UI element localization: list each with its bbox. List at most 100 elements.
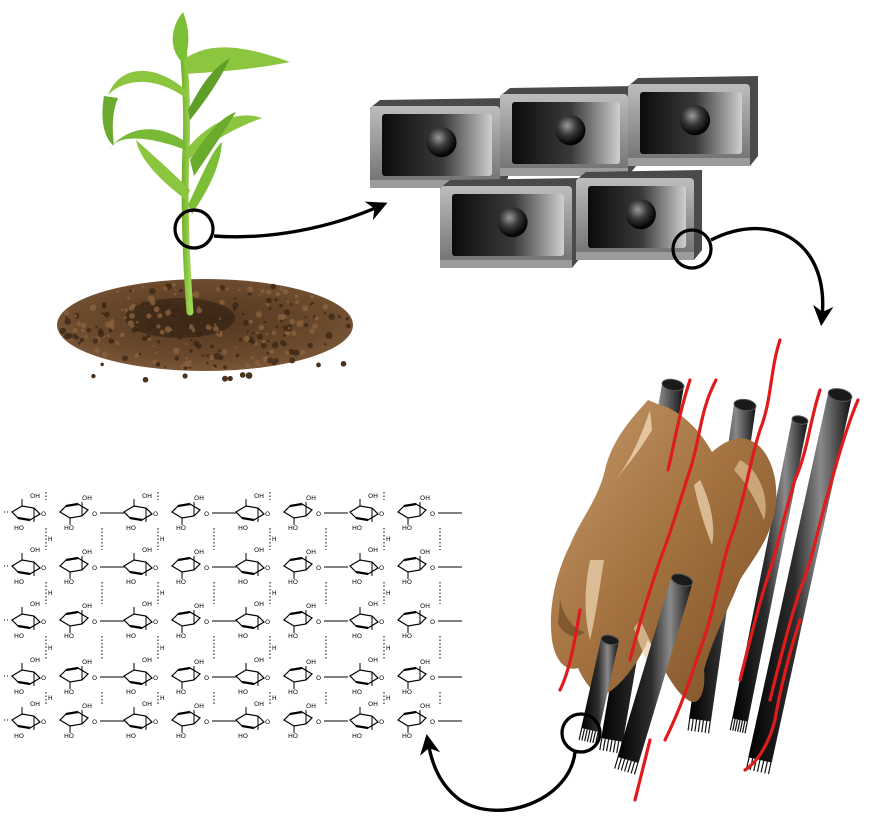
svg-text:OH: OH <box>420 548 430 556</box>
svg-text:H: H <box>272 590 277 597</box>
svg-text:OH: OH <box>142 600 152 608</box>
svg-text:HO: HO <box>402 632 412 640</box>
svg-text:HO: HO <box>352 688 362 696</box>
glucose-ring <box>349 707 379 730</box>
svg-text:O: O <box>92 510 97 518</box>
glucose-ring <box>397 610 427 633</box>
svg-text:OH: OH <box>420 494 430 502</box>
svg-text:H: H <box>386 695 391 702</box>
svg-text:HO: HO <box>176 688 186 696</box>
svg-text:OH: OH <box>82 494 92 502</box>
svg-text:HO: HO <box>126 688 136 696</box>
svg-text:O: O <box>430 674 435 682</box>
svg-text:OH: OH <box>254 600 264 608</box>
glucose-ring <box>171 610 201 633</box>
svg-text:O: O <box>265 564 270 572</box>
plant-cell <box>576 170 702 260</box>
svg-text:HO: HO <box>238 688 248 696</box>
svg-text:HO: HO <box>14 632 24 640</box>
microfibril-rod <box>578 634 620 744</box>
svg-text:HO: HO <box>238 632 248 640</box>
svg-text:H: H <box>272 695 277 702</box>
svg-text:HO: HO <box>126 632 136 640</box>
glucose-ring <box>283 502 313 525</box>
glucose-ring <box>397 502 427 525</box>
glucose-ring <box>235 707 265 730</box>
svg-text:HO: HO <box>288 578 298 586</box>
svg-text:O: O <box>316 674 321 682</box>
svg-text:HO: HO <box>402 732 412 740</box>
svg-text:H: H <box>160 536 165 543</box>
svg-text:O: O <box>379 718 384 726</box>
glucose-ring <box>283 710 313 733</box>
svg-text:O: O <box>265 618 270 626</box>
svg-text:HO: HO <box>352 732 362 740</box>
svg-text:OH: OH <box>306 658 316 666</box>
svg-text:O: O <box>41 674 46 682</box>
svg-text:H: H <box>48 590 53 597</box>
svg-text:OH: OH <box>420 702 430 710</box>
glucose-ring <box>283 610 313 633</box>
glucose-ring <box>171 556 201 579</box>
glucose-ring <box>59 610 89 633</box>
glucose-ring <box>397 710 427 733</box>
svg-text:HO: HO <box>126 524 136 532</box>
svg-text:HO: HO <box>352 578 362 586</box>
svg-text:O: O <box>153 674 158 682</box>
svg-text:O: O <box>204 674 209 682</box>
svg-text:HO: HO <box>238 578 248 586</box>
svg-text:HO: HO <box>14 578 24 586</box>
svg-text:OH: OH <box>30 700 40 708</box>
glucose-ring <box>235 663 265 686</box>
svg-text:O: O <box>153 618 158 626</box>
svg-text:OH: OH <box>142 700 152 708</box>
svg-text:HO: HO <box>288 632 298 640</box>
glucose-ring <box>283 556 313 579</box>
svg-text:HO: HO <box>352 632 362 640</box>
microfibril-rod <box>745 388 853 775</box>
svg-text:H: H <box>48 695 53 702</box>
plant-stage <box>57 12 388 383</box>
svg-text:HO: HO <box>64 578 74 586</box>
plant-cell <box>370 98 508 188</box>
cellulose-microfibril-rods-front <box>578 573 694 775</box>
svg-text:O: O <box>204 618 209 626</box>
svg-text:H: H <box>272 536 277 543</box>
svg-text:HO: HO <box>402 578 412 586</box>
svg-text:O: O <box>379 564 384 572</box>
svg-text:HO: HO <box>288 688 298 696</box>
svg-text:HO: HO <box>126 578 136 586</box>
svg-text:HO: HO <box>126 732 136 740</box>
svg-text:O: O <box>430 718 435 726</box>
svg-text:O: O <box>153 510 158 518</box>
svg-text:OH: OH <box>30 600 40 608</box>
svg-text:O: O <box>316 718 321 726</box>
hemicellulose-strands <box>558 338 860 802</box>
svg-text:O: O <box>92 718 97 726</box>
svg-text:O: O <box>265 510 270 518</box>
svg-text:O: O <box>153 564 158 572</box>
svg-text:O: O <box>265 718 270 726</box>
glucose-ring <box>59 710 89 733</box>
svg-text:O: O <box>204 718 209 726</box>
svg-text:OH: OH <box>368 656 378 664</box>
svg-text:OH: OH <box>30 656 40 664</box>
svg-text:H: H <box>160 590 165 597</box>
svg-text:OH: OH <box>194 602 204 610</box>
glucose-ring <box>123 499 153 522</box>
svg-text:O: O <box>92 674 97 682</box>
glucose-ring <box>235 553 265 576</box>
svg-text:H: H <box>272 645 277 652</box>
plant-cells-stage <box>370 76 758 268</box>
glucose-ring <box>349 553 379 576</box>
svg-text:OH: OH <box>254 546 264 554</box>
glucose-ring <box>11 553 41 576</box>
svg-text:OH: OH <box>82 548 92 556</box>
svg-text:O: O <box>153 718 158 726</box>
soil-mound <box>57 279 353 383</box>
svg-text:O: O <box>379 674 384 682</box>
svg-text:OH: OH <box>420 602 430 610</box>
svg-text:O: O <box>316 510 321 518</box>
svg-text:OH: OH <box>306 548 316 556</box>
